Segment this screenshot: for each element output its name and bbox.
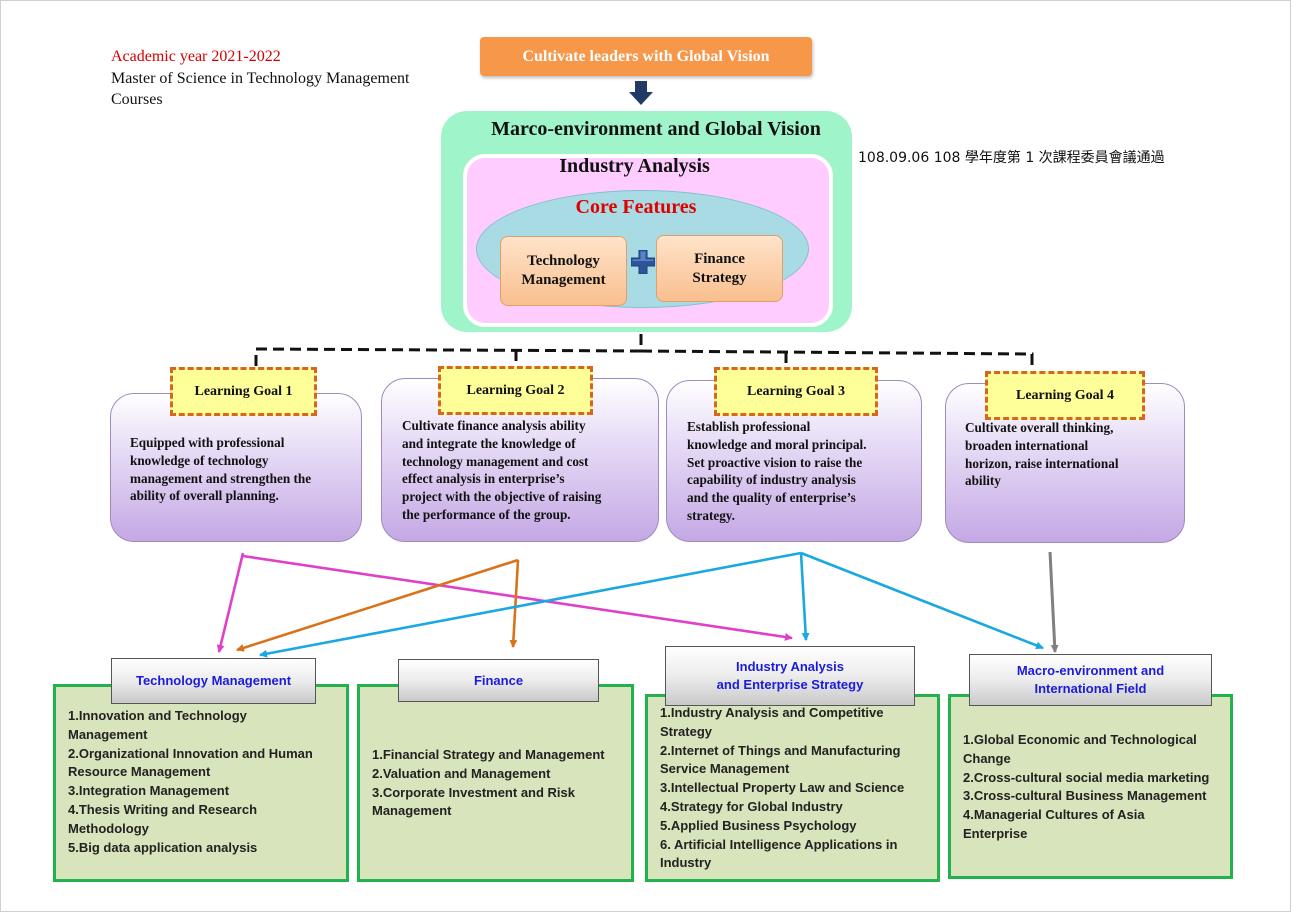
goal-line: the performance of the group. — [402, 506, 571, 522]
learning-goal-2-tag: Learning Goal 2 — [438, 366, 593, 415]
goal-line: Cultivate finance analysis ability — [402, 418, 586, 433]
course-line: 5.Big data application analysis — [68, 839, 258, 855]
course-line: 1.Financial Strategy and Management — [372, 747, 605, 762]
goal-dashed-tree — [254, 334, 1034, 370]
finance-heading: Finance — [398, 659, 599, 702]
course-line: Methodology — [68, 820, 149, 836]
macro-environment-course-list: 1.Global Economic and Technological Chan… — [963, 731, 1209, 844]
course-line: 6. Artificial Intelligence Applications … — [660, 836, 898, 852]
learning-goal-3-tag: Learning Goal 3 — [714, 367, 878, 416]
course-line: 3.Cross-cultural Business Management — [963, 788, 1207, 804]
technology-management-courses-box — [53, 684, 349, 882]
course-line: Resource Management — [68, 764, 211, 780]
program-name: Master of Science in Technology Manageme… — [111, 70, 410, 87]
learning-goal-1-tag: Learning Goal 1 — [170, 367, 317, 416]
goal-line: strategy. — [687, 507, 735, 523]
technology-management-heading: Technology Management — [111, 658, 316, 704]
course-line: 5.Applied Business Psychology — [660, 817, 857, 833]
core-left-line: Management — [521, 272, 606, 288]
goal-line: and the quality of enterprise’s — [687, 490, 856, 506]
industry-analysis-heading: Industry Analysis and Enterprise Strategy — [665, 646, 915, 706]
core-left-line: Technology — [527, 253, 600, 269]
finance-courses-box — [357, 684, 634, 882]
course-line: 4.Strategy for Global Industry — [660, 798, 843, 814]
course-line: Management — [372, 803, 452, 819]
learning-goal-2-text: Cultivate finance analysis ability and i… — [402, 417, 601, 524]
goal-line: capability of industry analysis — [687, 472, 856, 488]
industry-analysis-title: Industry Analysis — [559, 155, 710, 177]
plus-icon — [631, 250, 655, 274]
goal-line: ability of overall planning. — [130, 488, 279, 504]
core-right-line: Finance — [694, 250, 745, 267]
course-line: Industry — [660, 855, 712, 871]
course-line: 3.Integration Management — [68, 783, 230, 799]
course-line: Enterprise — [963, 825, 1028, 841]
learning-goal-1-box — [110, 393, 362, 542]
core-features-title: Core Features — [575, 196, 697, 218]
course-line: 4.Thesis Writing and Research — [68, 801, 258, 817]
down-arrow-icon — [629, 81, 653, 105]
goal-line: broaden international — [965, 437, 1089, 453]
learning-goal-4-tag: Learning Goal 4 — [985, 371, 1145, 420]
goal-line: Equipped with professional — [130, 435, 285, 450]
goal-line: ability — [965, 473, 1001, 489]
technology-management-course-list: 1.Innovation and Technology Management 2… — [68, 707, 313, 857]
goal-line: Establish professional — [687, 419, 811, 434]
learning-goal-3-box — [666, 380, 922, 542]
course-line: 2.Internet of Things and Manufacturing — [660, 742, 901, 758]
goal4-arrow — [1048, 551, 1059, 653]
goal-line: Cultivate overall thinking, — [965, 420, 1114, 435]
heading-line: Technology Management — [135, 673, 292, 688]
macro-environment-title: Marco-environment and Global Vision — [491, 118, 821, 140]
goal-line: technology management and cost — [402, 453, 589, 469]
goal-line: knowledge and moral principal. — [687, 436, 867, 452]
course-line: 3.Corporate Investment and Risk — [372, 784, 575, 800]
learning-goal-1-text: Equipped with professional knowledge of … — [130, 434, 311, 505]
goal-line: horizon, raise international — [965, 455, 1119, 471]
course-line: 1.Global Economic and Technological — [963, 732, 1197, 747]
goal1-arrows — [216, 552, 793, 653]
industry-analysis-course-list: 1.Industry Analysis and Competitive Stra… — [660, 704, 904, 873]
course-line: 2.Valuation and Management — [372, 765, 551, 781]
course-line: 2.Cross-cultural social media marketing — [963, 769, 1210, 785]
course-line: Service Management — [660, 761, 790, 777]
vision-banner: Cultivate leaders with Global Vision — [480, 37, 812, 76]
course-line: 1.Innovation and Technology — [68, 708, 247, 723]
macro-environment-courses-box — [948, 694, 1233, 879]
course-line: Strategy — [660, 723, 713, 739]
learning-goal-4-text: Cultivate overall thinking, broaden inte… — [965, 419, 1118, 490]
heading-line: Industry Analysis — [736, 659, 844, 674]
course-line: Management — [68, 726, 148, 742]
goal2-arrows — [236, 558, 520, 652]
heading-line: Finance — [473, 672, 524, 688]
academic-year: Academic year 2021-2022 — [111, 48, 281, 65]
heading-line: and Enterprise Strategy — [716, 677, 864, 692]
course-line: 4.Managerial Cultures of Asia — [963, 807, 1145, 823]
goal-line: effect analysis in enterprise’s — [402, 471, 565, 487]
approval-note: 108.09.06 108 學年度第 1 次課程委員會議通過 — [858, 150, 1165, 166]
course-line: 3.Intellectual Property Law and Science — [660, 780, 905, 796]
goal-line: management and strengthen the — [130, 470, 312, 486]
course-line: 1.Industry Analysis and Competitive — [660, 705, 884, 720]
heading-line: Macro-environment and — [1016, 663, 1165, 678]
goal3-arrows — [259, 551, 1044, 658]
goal-line: project with the objective of raising — [402, 489, 602, 505]
learning-goal-3-text: Establish professional knowledge and mor… — [687, 418, 867, 525]
goal-line: and integrate the knowledge of — [402, 435, 576, 451]
core-right-line: Strategy — [692, 269, 747, 286]
heading-line: International Field — [1034, 681, 1147, 696]
course-line: 2.Organizational Innovation and Human — [68, 745, 313, 761]
industry-analysis-courses-box — [645, 694, 940, 882]
courses-heading: Courses — [111, 91, 163, 108]
goal-line: knowledge of technology — [130, 452, 269, 468]
finance-course-list: 1.Financial Strategy and Management 2.Va… — [372, 746, 605, 821]
goal-line: Set proactive vision to raise the — [687, 454, 863, 470]
course-line: Change — [963, 750, 1011, 766]
